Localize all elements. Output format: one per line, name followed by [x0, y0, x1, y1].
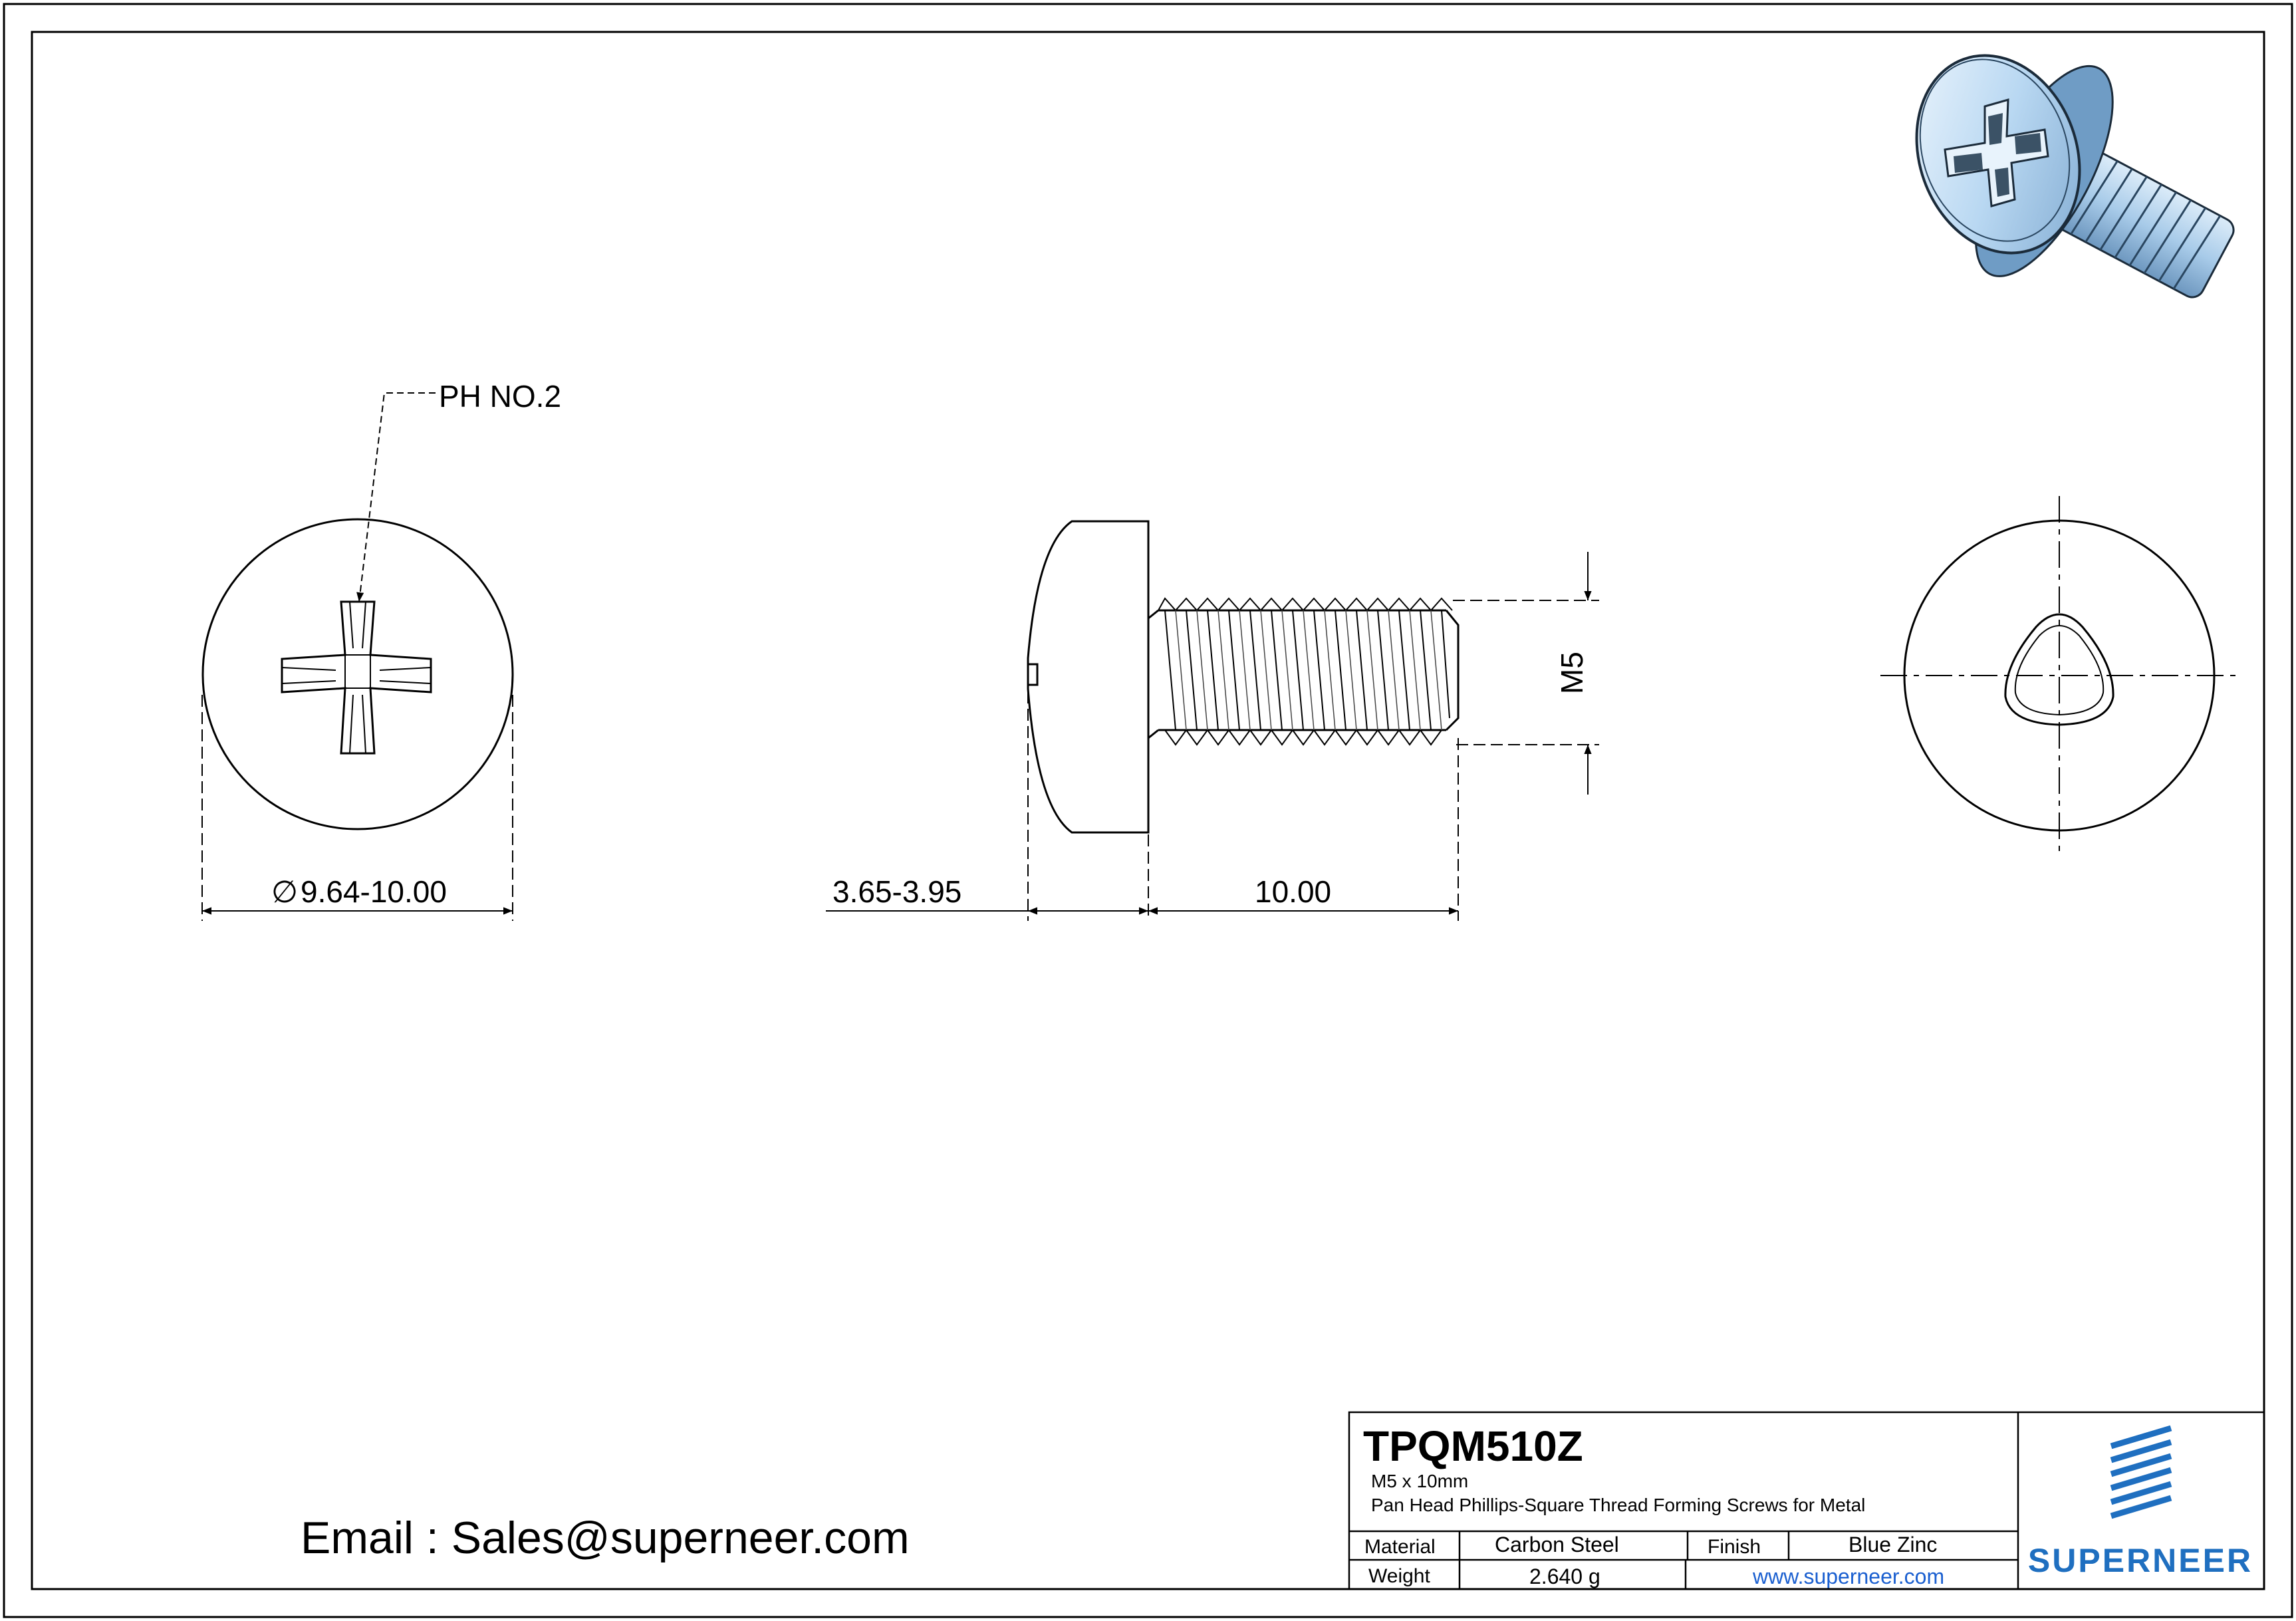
head-height-value: 3.65-3.95	[832, 874, 961, 909]
length-value: 10.00	[1255, 874, 1331, 909]
thread-profile-top	[1158, 597, 1453, 612]
recess-callout-text: PH NO.2	[439, 379, 561, 414]
trilobular-profile	[2004, 613, 2114, 726]
finish-label: Finish	[1708, 1536, 1761, 1558]
material-value: Carbon Steel	[1495, 1533, 1619, 1557]
thread-size-value: M5	[1555, 652, 1589, 694]
brand-name: SUPERNEER	[2028, 1542, 2253, 1579]
part-description: Pan Head Phillips-Square Thread Forming …	[1371, 1495, 1865, 1515]
end-view	[1880, 496, 2238, 852]
thread-profile-bottom	[1164, 729, 1442, 746]
head-diameter-value: 9.64-10.00	[301, 874, 447, 909]
phillips-recess	[281, 600, 432, 755]
title-block	[1348, 1411, 2265, 1590]
side-view	[1027, 520, 1460, 834]
email-line: Email : Sales@superneer.com	[301, 1513, 910, 1563]
outer-border	[3, 3, 2293, 1618]
side-view-dimensions	[826, 552, 1599, 921]
finish-value: Blue Zinc	[1849, 1533, 1937, 1557]
weight-value: 2.640 g	[1529, 1564, 1600, 1588]
diameter-symbol: ∅	[271, 874, 298, 909]
superneer-logo-icon	[2110, 1425, 2172, 1519]
inner-border	[31, 31, 2265, 1590]
screw-3d-icon	[1915, 54, 2235, 299]
part-size: M5 x 10mm	[1371, 1471, 1468, 1491]
part-number: TPQM510Z	[1363, 1422, 1583, 1470]
head-diameter-dimension: ∅ 9.64-10.00	[201, 695, 513, 921]
website-link[interactable]: www.superneer.com	[1752, 1564, 1944, 1588]
material-label: Material	[1364, 1536, 1436, 1558]
weight-label: Weight	[1368, 1565, 1430, 1587]
top-view	[201, 518, 514, 830]
recess-callout: PH NO.2	[356, 379, 561, 602]
